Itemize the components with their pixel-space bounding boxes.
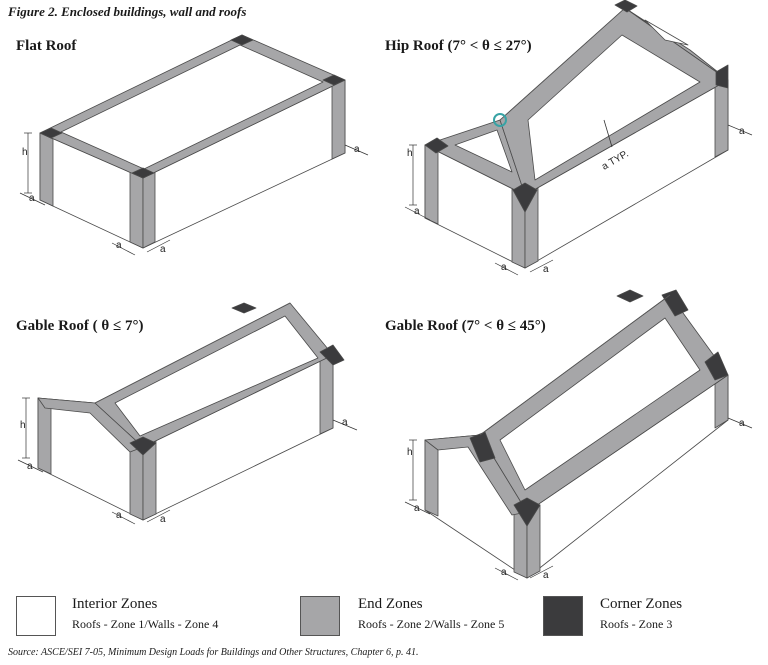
gable-low-a-label-right: a bbox=[342, 417, 348, 428]
flat-a-label-right: a bbox=[354, 144, 360, 155]
gable-high-title: Gable Roof (7° < θ ≤ 45°) bbox=[385, 318, 546, 334]
legend-title-end: End Zones bbox=[358, 596, 423, 612]
legend-title-corner: Corner Zones bbox=[600, 596, 683, 612]
flat-a-label-side: a bbox=[160, 244, 166, 255]
flat-h-label: h bbox=[22, 147, 28, 158]
gable-high-a-label-side: a bbox=[543, 570, 549, 581]
hip-roof-building bbox=[424, 0, 729, 269]
legend-swatch-end bbox=[300, 596, 340, 636]
flat-roof-building bbox=[39, 34, 346, 249]
gable-high-a-label-front: a bbox=[501, 567, 507, 578]
gable-high-building bbox=[424, 289, 729, 579]
figure-title: Figure 2. Enclosed buildings, wall and r… bbox=[8, 4, 247, 19]
hip-a-label-side: a bbox=[543, 264, 549, 275]
legend-swatch-interior bbox=[16, 596, 56, 636]
hip-h-label: h bbox=[407, 148, 413, 159]
hip-roof-title: Hip Roof (7° < θ ≤ 27°) bbox=[385, 38, 532, 54]
gable-high-h-label: h bbox=[407, 447, 413, 458]
legend-subtitle-corner: Roofs - Zone 3 bbox=[600, 617, 673, 631]
dimension-lines bbox=[17, 124, 753, 581]
gable-low-building bbox=[37, 302, 345, 521]
hip-a-label-right: a bbox=[739, 126, 745, 137]
gable-low-a-label-front: a bbox=[116, 510, 122, 521]
legend-title-interior: Interior Zones bbox=[72, 596, 158, 612]
source-citation: Source: ASCE/SEI 7-05, Minimum Design Lo… bbox=[8, 647, 419, 658]
gable-low-title: Gable Roof ( θ ≤ 7°) bbox=[16, 318, 144, 334]
gable-low-a-label-left: a bbox=[27, 461, 33, 472]
gable-high-a-label-right: a bbox=[739, 418, 745, 429]
legend-swatch-corner bbox=[543, 596, 583, 636]
gable-high-a-label-left: a bbox=[414, 503, 420, 514]
gable-low-a-label-side: a bbox=[160, 514, 166, 525]
flat-roof-title: Flat Roof bbox=[16, 38, 77, 54]
legend-subtitle-interior: Roofs - Zone 1/Walls - Zone 4 bbox=[72, 617, 219, 631]
legend-subtitle-end: Roofs - Zone 2/Walls - Zone 5 bbox=[358, 617, 505, 631]
hip-a-label-front: a bbox=[501, 262, 507, 273]
hip-a-label-left: a bbox=[414, 206, 420, 217]
gable-low-h-label: h bbox=[20, 420, 26, 431]
flat-a-label-left: a bbox=[29, 193, 35, 204]
flat-a-label-front: a bbox=[116, 240, 122, 251]
